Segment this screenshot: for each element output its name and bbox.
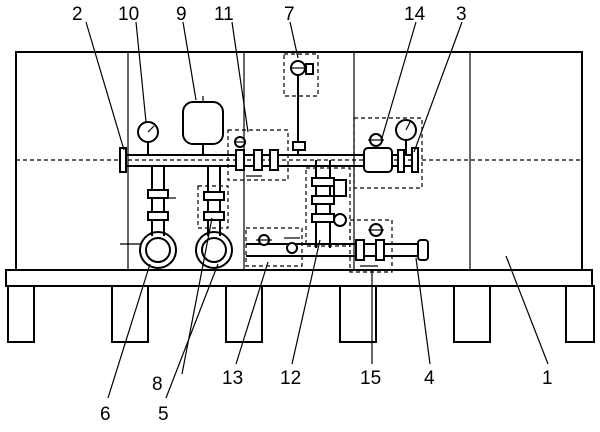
callout-3: 3 (456, 4, 467, 25)
callout-7: 7 (284, 4, 295, 25)
callout-10: 10 (118, 4, 139, 25)
callout-13: 13 (222, 368, 243, 389)
expansion-tank (182, 96, 224, 155)
callout-1: 1 (542, 368, 553, 389)
valve-group-13 (245, 227, 303, 267)
leader-lines (85, 21, 549, 399)
pressure-gauge-left (137, 121, 159, 155)
valve-group-14 (353, 117, 423, 189)
callout-11: 11 (214, 4, 234, 25)
valve-group-8 (197, 185, 229, 229)
riser-valve-7 (283, 53, 319, 155)
callout-8: 8 (152, 374, 163, 395)
pump-6 (120, 166, 177, 269)
lower-pipe (246, 239, 429, 261)
base-rail (5, 269, 593, 287)
callout-2: 2 (72, 4, 83, 25)
callout-9: 9 (176, 4, 187, 25)
callout-6: 6 (100, 404, 111, 425)
callout-4: 4 (424, 368, 435, 389)
central-column-12 (305, 160, 351, 248)
support-feet (7, 285, 595, 343)
callout-15: 15 (360, 368, 381, 389)
valve-group-11 (227, 129, 289, 181)
valve-group-15 (349, 219, 393, 273)
callout-5: 5 (158, 404, 169, 425)
callout-12: 12 (280, 368, 301, 389)
callout-14: 14 (404, 4, 426, 25)
